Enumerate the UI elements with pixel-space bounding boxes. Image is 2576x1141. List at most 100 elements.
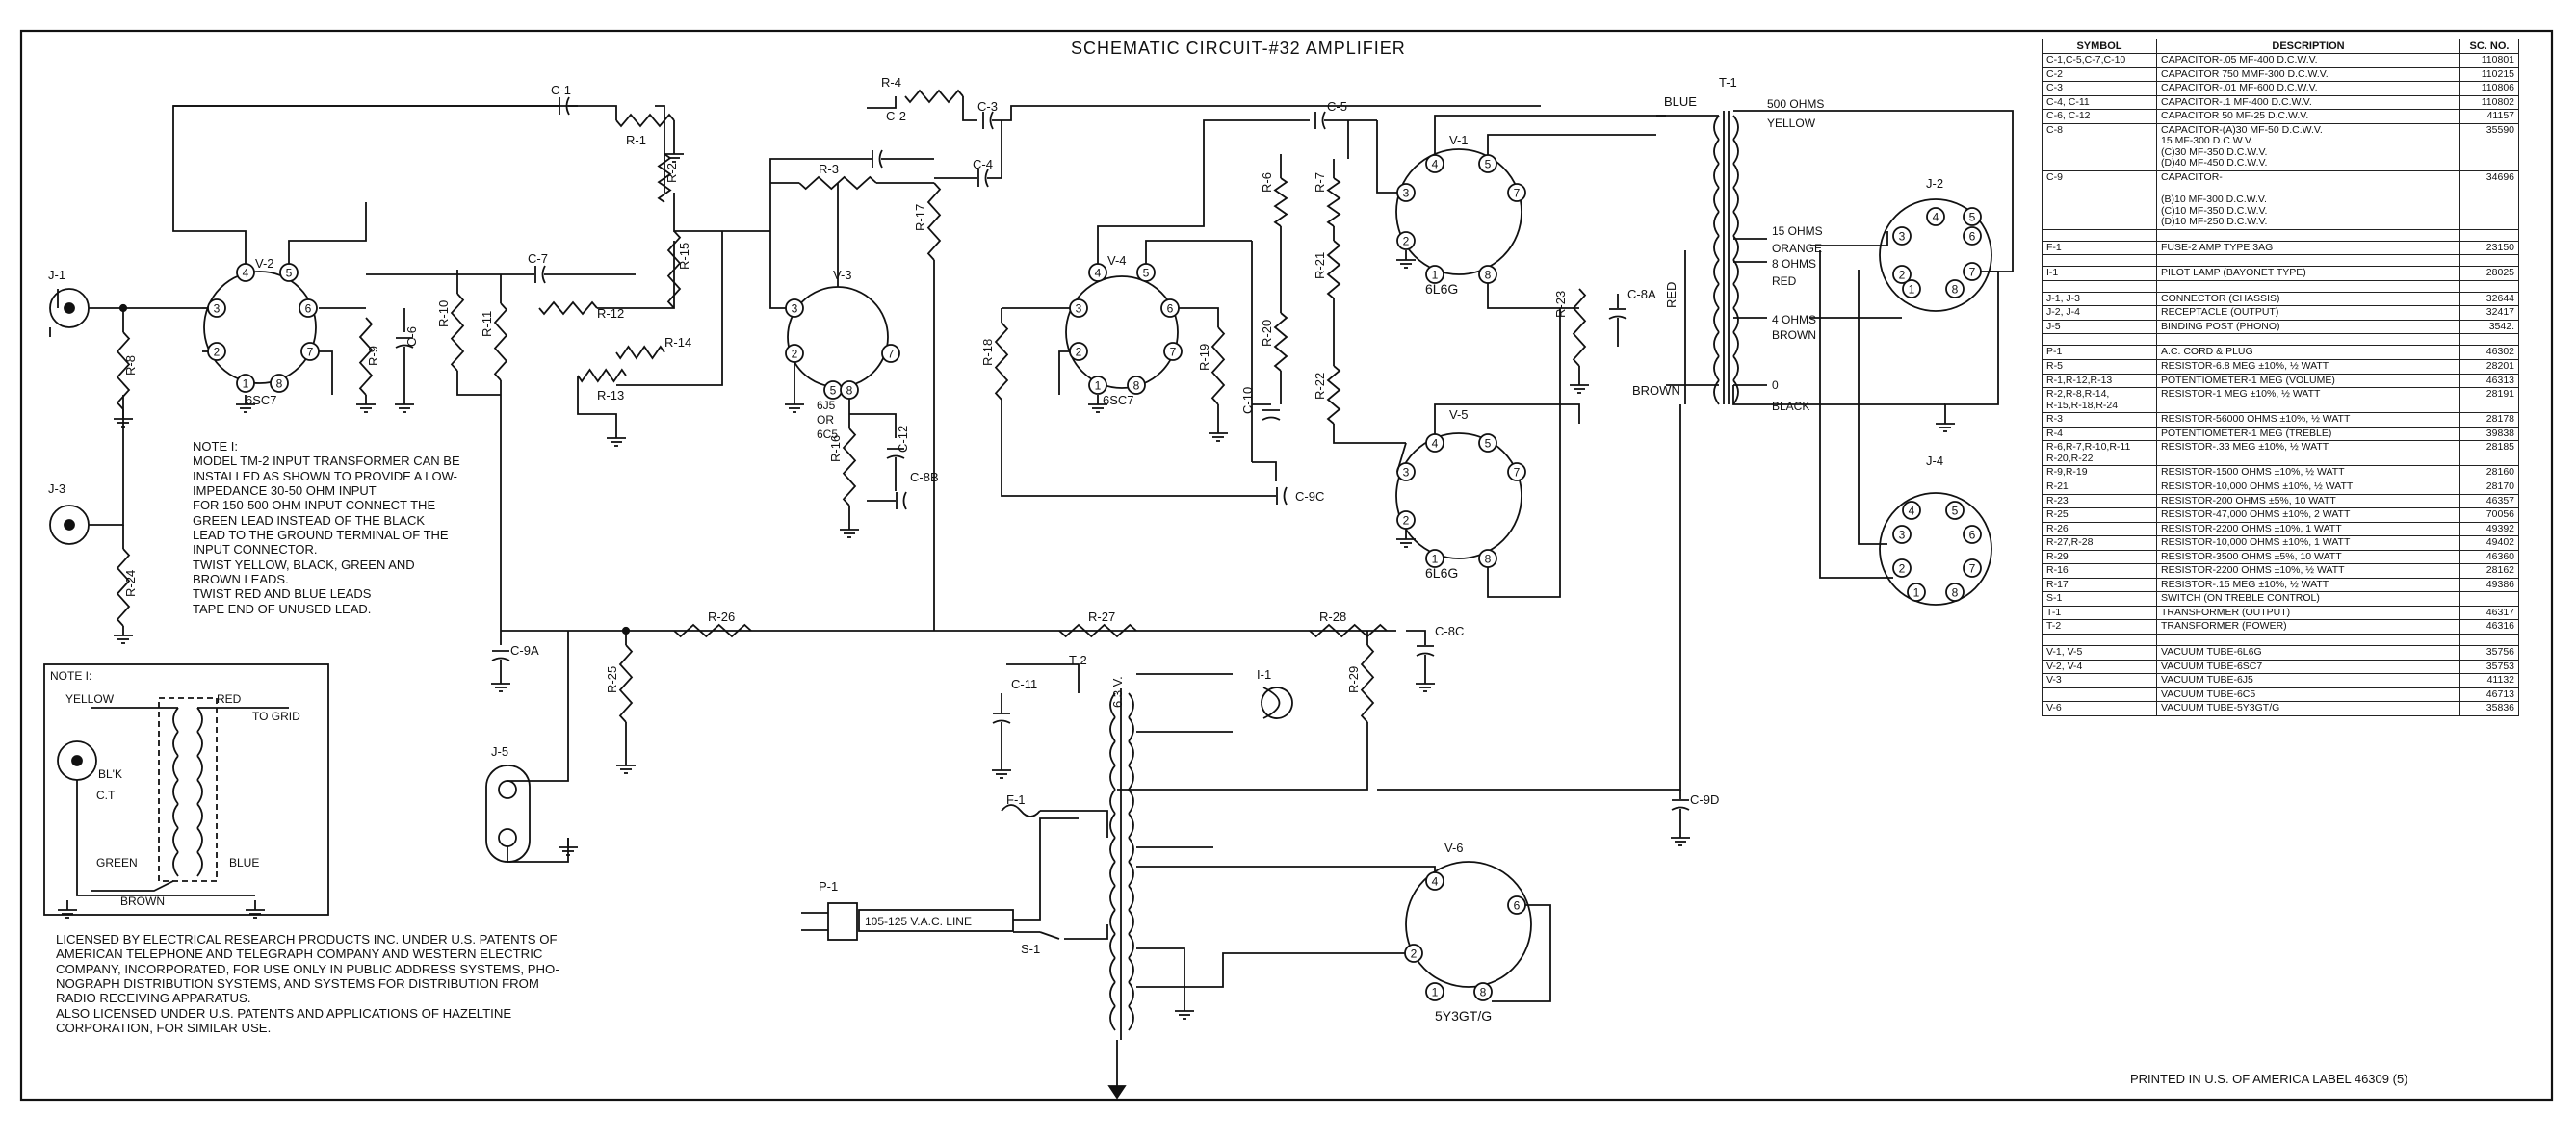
filament-voltage: 6.3 V. (1110, 676, 1125, 708)
component-label: OR (817, 413, 834, 427)
component-label: 8 OHMS (1772, 257, 1816, 271)
tube-pin-number: 4 (1933, 211, 1939, 224)
note-box-label: BLUE (229, 856, 259, 869)
parts-cell-sym: V-3 (2042, 673, 2157, 688)
r28-resistor (1309, 623, 1388, 638)
r24-resistor (116, 548, 131, 627)
license-line: NOGRAPH DISTRIBUTION SYSTEMS, AND SYSTEM… (56, 975, 539, 991)
wire (1136, 866, 1436, 872)
parts-cell-no: 23150 (2459, 240, 2519, 256)
parts-cell-desc (2156, 333, 2460, 347)
t2-primary-coil (1109, 765, 1116, 791)
parts-cell-no: 32417 (2459, 305, 2519, 321)
parts-cell-desc: TRANSFORMER (POWER) (2156, 619, 2460, 635)
tube-pin (1396, 510, 1416, 530)
r22-resistor (1326, 365, 1341, 425)
c6-capacitor (395, 344, 414, 349)
t2-secondary-coil (1128, 740, 1134, 766)
t1-primary-coil (1713, 259, 1720, 285)
c8c-capacitor (1416, 652, 1435, 657)
parts-cell-no (2459, 333, 2519, 347)
component-label: C-2 (886, 109, 906, 123)
parts-cell-sym: R-2,R-8,R-14,R-15,R-18,R-24 (2042, 387, 2157, 414)
note-box-label: TO GRID (252, 710, 300, 723)
wire (1136, 947, 1185, 1001)
r20-resistor (1273, 312, 1288, 372)
parts-cell-no: 35756 (2459, 644, 2519, 661)
t1-secondary-coil (1732, 355, 1739, 381)
parts-cell-sym: C-6, C-12 (2042, 109, 2157, 124)
wire (1487, 134, 1656, 155)
note-transformer-coil (196, 755, 203, 781)
note-box-label: YELLOW (65, 692, 115, 706)
component-label: R-19 (1197, 344, 1211, 371)
v6-type: 5Y3GT/G (1435, 1008, 1492, 1024)
wire (1001, 400, 1233, 497)
component-label: R-23 (1553, 291, 1568, 318)
tube-pin-number: 3 (792, 302, 798, 316)
v1-type: 6L6G (1425, 281, 1458, 297)
component-label: R-25 (605, 666, 619, 693)
note-box-label: RED (217, 692, 242, 706)
parts-cell-sym: C-4, C-11 (2042, 94, 2157, 111)
component-label: RED (1772, 274, 1797, 288)
component-label: R-17 (913, 204, 927, 231)
parts-cell-desc: POTENTIOMETER-1 MEG (TREBLE) (2156, 426, 2460, 442)
tube-pin-number: 5 (1969, 211, 1976, 224)
t1-secondary-coil (1732, 235, 1739, 261)
wire (1492, 904, 1551, 1002)
parts-cell-sym: R-16 (2042, 563, 2157, 579)
parts-cell-no: 46313 (2459, 373, 2519, 389)
component-label: R-22 (1313, 373, 1327, 400)
t2-secondary-coil (1128, 789, 1134, 815)
note-transformer-coil (196, 803, 203, 829)
c12-capacitor (886, 454, 905, 459)
note-transformer-shield (158, 697, 218, 882)
parts-cell-desc: CAPACITOR 750 MMF-300 D.C.W.V. (2156, 66, 2460, 83)
j1-pin (64, 302, 75, 314)
t2-secondary-coil (1128, 716, 1134, 742)
j5-label: J-5 (491, 744, 508, 759)
t2-primary-coil (1109, 813, 1116, 839)
parts-cell-no: 70056 (2459, 507, 2519, 523)
tube-pin (1892, 226, 1912, 246)
f1-fuse (1001, 804, 1041, 817)
sheet-border (19, 29, 2554, 1102)
r10-resistor (450, 293, 465, 372)
parts-cell-no (2459, 254, 2519, 268)
r9-resistor (358, 317, 374, 396)
parts-cell-desc: RESISTOR-10,000 OHMS ±10%, ½ WATT (2156, 479, 2460, 495)
v4-type: 6SC7 (1103, 393, 1134, 407)
t1-secondary-coil (1732, 283, 1739, 309)
tube-pin-number: 7 (1969, 562, 1976, 576)
note-box-label: C.T (96, 789, 116, 802)
wire (288, 202, 367, 264)
parts-cell-desc: VACUUM TUBE-5Y3GT/G (2156, 701, 2460, 716)
component-label: 6J5 (817, 399, 836, 412)
note-transformer-coil (172, 731, 179, 757)
t1-secondary-coil (1732, 139, 1739, 165)
component-label: C-8C (1435, 624, 1464, 638)
tube-pin (1945, 583, 1965, 602)
parts-cell-sym: R-5 (2042, 359, 2157, 375)
t2-secondary-coil (1128, 837, 1134, 863)
parts-cell-sym: S-1 (2042, 591, 2157, 607)
tube-pin-number: 3 (1899, 529, 1906, 542)
t2-primary-coil (1109, 861, 1116, 887)
t2-secondary-coil (1128, 861, 1134, 887)
parts-cell-sym: R-23 (2042, 493, 2157, 509)
parts-cell-no (2459, 279, 2519, 293)
tube-pin-number: 4 (1095, 267, 1102, 280)
tube-pin (1127, 376, 1146, 395)
i1-pilot-lamp (1262, 687, 1281, 719)
parts-cell-no: 49392 (2459, 521, 2519, 537)
tube-pin-number: 2 (1411, 947, 1418, 961)
parts-cell-sym: R-29 (2042, 549, 2157, 565)
v3-tube (787, 286, 889, 388)
t1-primary-coil (1713, 283, 1720, 309)
